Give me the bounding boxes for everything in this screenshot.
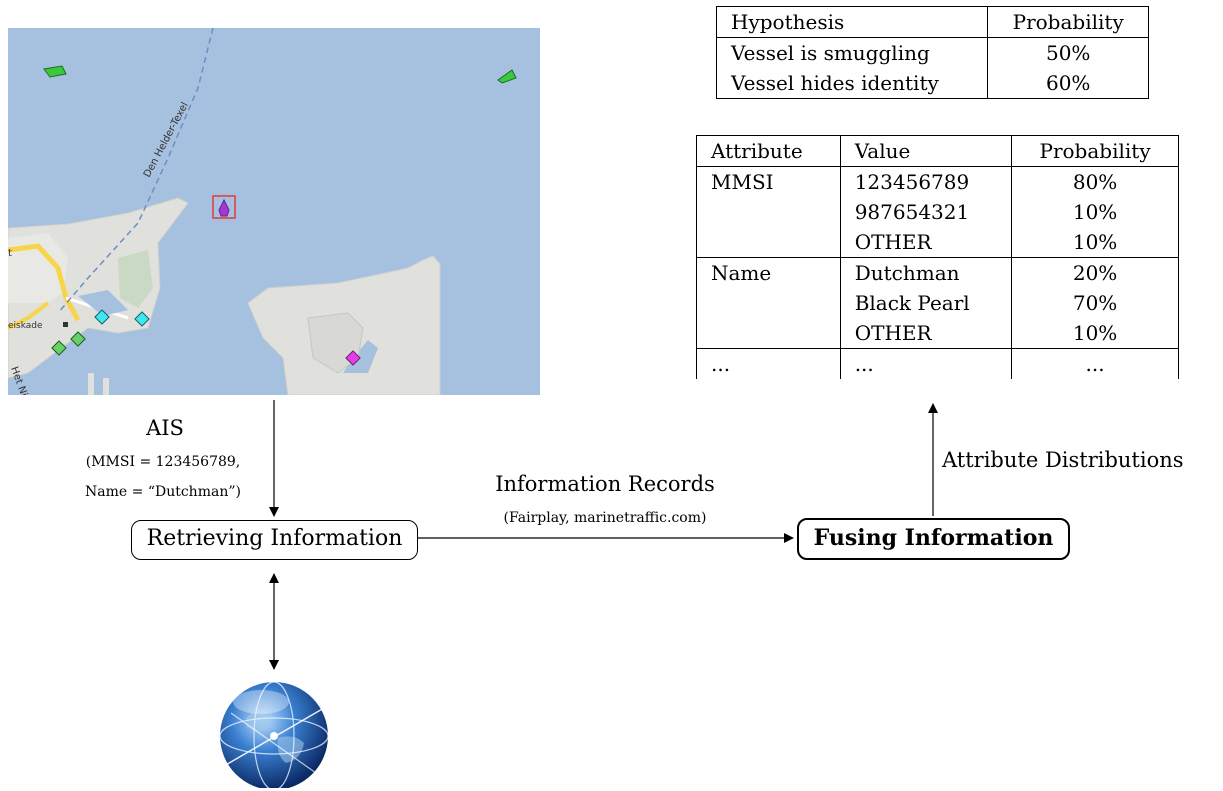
attribute-name: MMSI	[696, 166, 841, 197]
vessel-marker[interactable]	[51, 340, 67, 356]
vessel-marker[interactable]	[134, 311, 150, 327]
table-cell: Vessel hides identity	[715, 68, 989, 99]
table-cell: 10%	[1011, 197, 1179, 227]
vessel-marker[interactable]	[43, 65, 67, 78]
street-label: eiskade	[8, 321, 43, 331]
table-cell: Vessel is smuggling	[715, 37, 989, 68]
ais-detail: (MMSI = 123456789,	[85, 454, 241, 470]
ellipsis-cell: ...	[1011, 348, 1179, 379]
ellipsis-cell: ...	[696, 348, 841, 379]
records-title: Information Records	[495, 472, 715, 496]
ais-detail: Name = “Dutchman”)	[85, 484, 241, 500]
fusing-information-node[interactable]: Fusing Information	[797, 518, 1070, 560]
vessel-highlight[interactable]	[212, 195, 236, 219]
table-cell: 20%	[1011, 257, 1179, 288]
table-cell: OTHER	[839, 227, 1013, 258]
table-cell: Black Pearl	[839, 288, 1013, 318]
table-cell: 123456789	[839, 166, 1013, 197]
table-cell: 70%	[1011, 288, 1179, 318]
hypothesis-table: Hypothesis Probability Vessel is smuggli…	[715, 6, 1149, 99]
table-cell: 987654321	[839, 197, 1013, 227]
column-header: Hypothesis	[715, 6, 989, 38]
vessel-marker[interactable]	[497, 69, 517, 84]
vessel-marker[interactable]	[345, 350, 361, 366]
vessel-marker[interactable]	[70, 331, 86, 347]
attribute-distributions-label: Attribute Distributions	[942, 448, 1184, 472]
globe-icon[interactable]	[216, 678, 332, 788]
table-cell: OTHER	[839, 318, 1013, 349]
vessel-marker[interactable]	[94, 309, 110, 325]
table-cell: 60%	[987, 68, 1149, 99]
column-header: Attribute	[696, 135, 841, 167]
ellipsis-cell: ...	[839, 348, 1013, 379]
table-cell: 10%	[1011, 318, 1179, 349]
table-cell: 80%	[1011, 166, 1179, 197]
records-sources: (Fairplay, marinetraffic.com)	[503, 510, 707, 526]
table-cell: Dutchman	[839, 257, 1013, 288]
column-header: Probability	[987, 6, 1149, 38]
table-cell: 10%	[1011, 227, 1179, 258]
retrieving-information-node[interactable]: Retrieving Information	[131, 520, 418, 560]
column-header: Probability	[1011, 135, 1179, 167]
map-view[interactable]: Den Helder-Texel eiskade Het Nieuw t	[8, 28, 540, 395]
table-cell: 50%	[987, 37, 1149, 68]
ais-title: AIS	[146, 416, 184, 440]
attribute-table: Attribute Value Probability MMSI 1234567…	[696, 135, 1179, 379]
column-header: Value	[839, 135, 1013, 167]
vessel-marker[interactable]	[218, 198, 230, 217]
street-label: t	[8, 248, 12, 259]
